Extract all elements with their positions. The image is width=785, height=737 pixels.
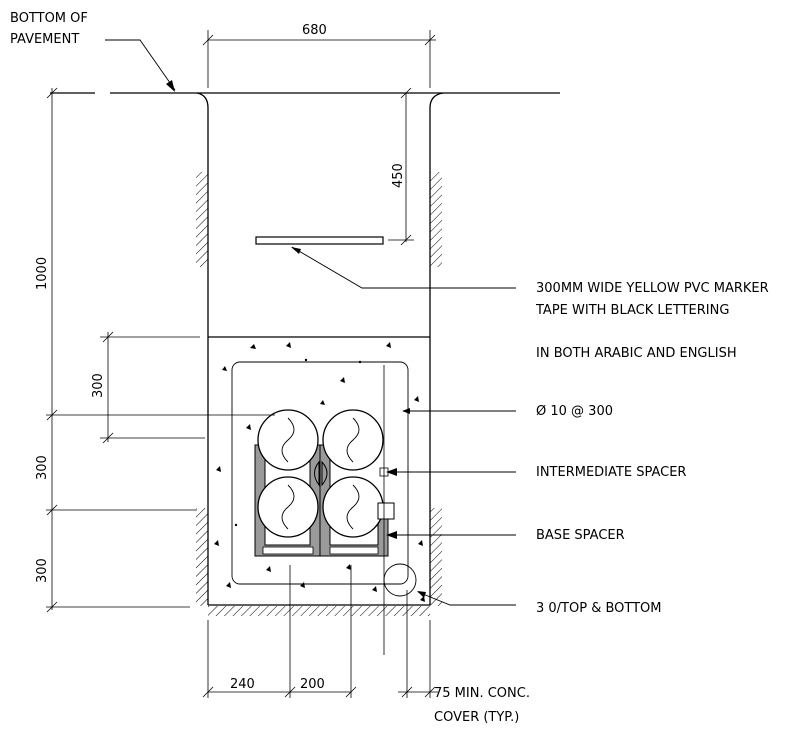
concrete-aggregate xyxy=(214,342,425,602)
dim-300-upper xyxy=(100,331,205,444)
pavement-leader xyxy=(105,39,176,92)
leader-base-spacer xyxy=(386,531,516,539)
intermediate-spacer xyxy=(314,460,395,520)
label-cover-1: 75 MIN. CONC. xyxy=(434,686,530,701)
duct-bottom-right xyxy=(322,476,384,538)
label-base-spacer: BASE SPACER xyxy=(536,528,625,543)
label-marker-tape-1: 300MM WIDE YELLOW PVC MARKER xyxy=(536,281,769,296)
trench-walls xyxy=(196,92,444,606)
dim-cover xyxy=(398,590,438,698)
label-marker-tape-3: IN BOTH ARABIC AND ENGLISH xyxy=(536,346,737,361)
leader-marker-tape xyxy=(291,246,516,289)
dim-300-left-a xyxy=(46,415,197,613)
dim-label-300-upper: 300 xyxy=(91,373,106,398)
label-rebar: Ø 10 @ 300 xyxy=(536,404,613,419)
dim-1000 xyxy=(46,87,275,421)
dim-label-1000: 1000 xyxy=(35,257,50,290)
duct-bottom-left xyxy=(257,476,319,538)
dim-450 xyxy=(388,87,414,246)
label-intermediate-spacer: INTERMEDIATE SPACER xyxy=(536,465,686,480)
dim-label-300-b: 300 xyxy=(35,558,50,583)
label-cover-2: COVER (TYP.) xyxy=(434,710,519,725)
leader-top-bottom xyxy=(417,591,516,606)
dim-label-240: 240 xyxy=(230,677,255,692)
marker-tape xyxy=(255,236,384,245)
leader-intermediate-spacer xyxy=(386,468,516,476)
soil-hatching xyxy=(196,172,442,616)
dim-bottom xyxy=(202,565,357,698)
dim-label-300-a: 300 xyxy=(35,455,50,480)
dim-label-450: 450 xyxy=(391,163,406,188)
leader-rebar xyxy=(402,408,516,414)
dim-label-200: 200 xyxy=(300,677,325,692)
dim-label-680: 680 xyxy=(302,23,327,38)
duct-top-left xyxy=(257,409,319,471)
label-top-bottom: 3 0/TOP & BOTTOM xyxy=(536,601,662,616)
dim-680 xyxy=(202,30,436,88)
label-marker-tape-2: TAPE WITH BLACK LETTERING xyxy=(535,303,729,318)
rebar-cage xyxy=(231,361,409,585)
label-bottom-of-pavement-2: PAVEMENT xyxy=(10,32,79,47)
label-bottom-of-pavement-1: BOTTOM OF xyxy=(10,11,88,26)
bottom-rebar-circle xyxy=(383,563,417,597)
duct-top-right xyxy=(322,409,384,471)
